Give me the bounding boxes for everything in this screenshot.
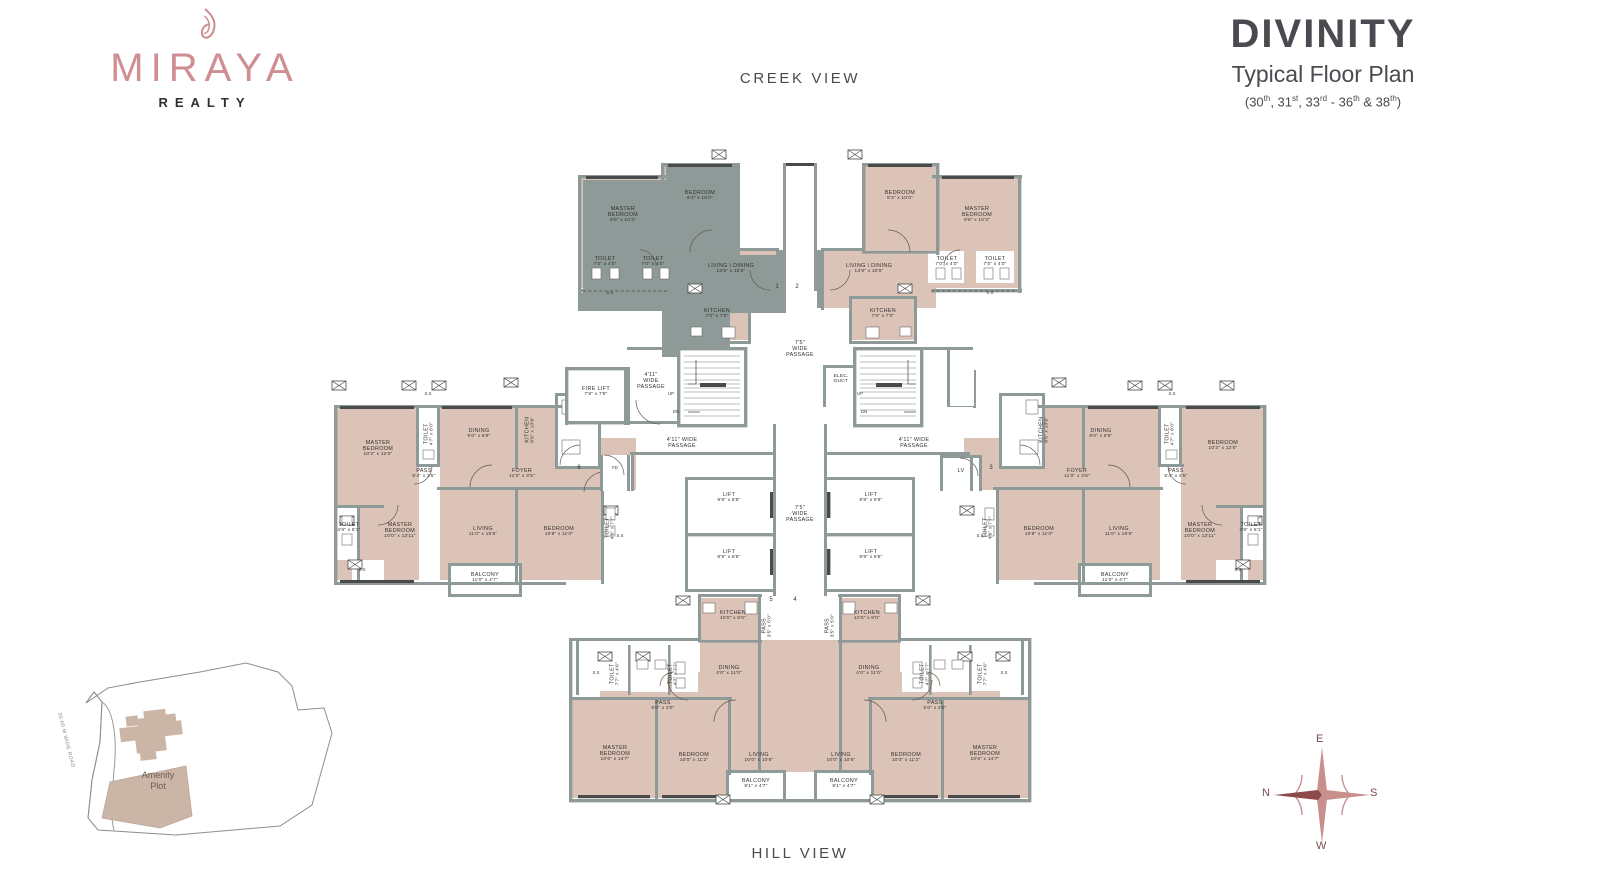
unit-number-5: 5 [769, 597, 773, 603]
stair-up-label-right: UP [857, 391, 863, 396]
stair-dn-label-left: DN [672, 409, 680, 414]
ss-marker: S.S [986, 290, 994, 295]
fd-label: FD [612, 465, 618, 470]
compass-east-label: E [1316, 733, 1324, 745]
compass-north-label: N [1262, 787, 1270, 799]
hill-view-label: HILL VIEW [751, 845, 849, 862]
stair-up-label-left: UP [668, 391, 674, 396]
right-wing [940, 377, 1267, 597]
ss-marker: S.S [976, 533, 984, 538]
central-core [565, 347, 976, 596]
project-title: DIVINITY [1230, 12, 1416, 56]
unit-number-2: 2 [795, 284, 799, 290]
ss-marker: S.S [1234, 567, 1242, 572]
unit-number-6: 6 [577, 465, 581, 471]
top-wing [578, 149, 1022, 357]
site-key-map: Amenity Plot [40, 630, 340, 845]
ss-marker: S.S [1000, 670, 1008, 675]
ss-marker: S.S [358, 567, 366, 572]
ss-marker: S.S [606, 290, 614, 295]
left-wing [331, 377, 1235, 597]
amenity-plot-label: Amenity Plot [141, 770, 175, 792]
brand-tagline: REALTY [158, 95, 252, 110]
floor-range: (30th, 31st, 33rd - 36th & 38th) [1244, 94, 1402, 110]
compass-west-label: W [1316, 840, 1327, 852]
ss-marker: S.S [616, 533, 624, 538]
unit-number-3: 3 [989, 465, 993, 471]
unit-number-4: 4 [793, 597, 797, 603]
compass-rose-icon: N S E W [1262, 733, 1382, 855]
creek-view-label: CREEK VIEW [739, 70, 861, 87]
brand-logo: MIRAYA REALTY [70, 6, 340, 110]
ss-marker: S.S [424, 391, 432, 396]
ss-marker: S.S [1168, 391, 1176, 396]
rose-petal-logo-icon [70, 6, 340, 48]
stair-dn-label-right: DN [860, 409, 868, 414]
brand-name: MIRAYA [110, 46, 300, 90]
unit-number-1: 1 [775, 284, 779, 290]
compass-south-label: S [1370, 787, 1378, 799]
ss-marker: S.S [592, 670, 600, 675]
plan-type: Typical Floor Plan [1231, 61, 1415, 87]
bottom-wing [569, 594, 1032, 805]
title-block: DIVINITY Typical Floor Plan (30th, 31st,… [1158, 14, 1488, 109]
